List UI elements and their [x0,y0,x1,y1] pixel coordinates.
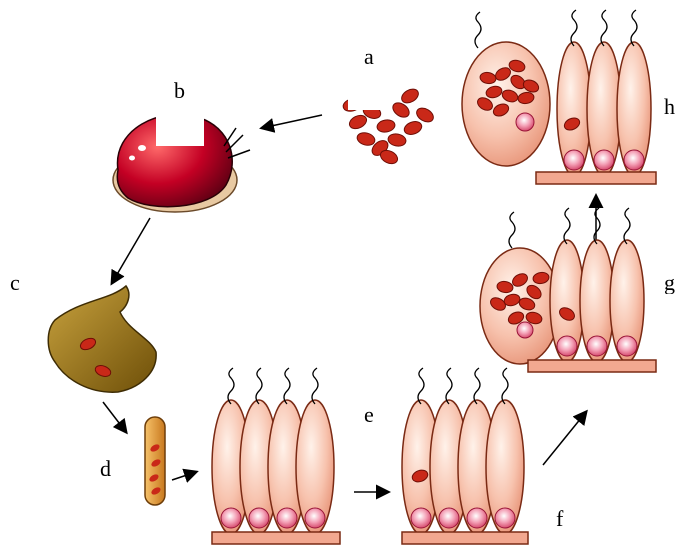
label-b: b [174,80,185,102]
label-d: d [100,458,111,480]
arrow-f-to-g [543,412,586,465]
cell-nucleus [587,336,607,356]
cell-cilium [594,208,600,244]
stage-g-cells [480,208,656,372]
label-h: h [664,96,675,118]
epithelial-cell-stages [212,10,656,544]
cell-nucleus [617,336,637,356]
cell-cilium [624,208,630,244]
cell-nucleus [221,508,241,528]
stage-h-cells [462,10,656,184]
cell-nucleus [517,322,533,338]
cell-cilium [509,212,515,248]
label-mask-a [348,80,392,110]
arrow-b-to-c [112,218,150,283]
cell-nucleus [439,508,459,528]
cell-cilium [571,10,577,46]
basement-membrane [402,532,528,544]
arrow-a-to-b [262,115,322,128]
cell-cilium [228,368,234,404]
arrow-d-to-e [172,472,196,480]
label-mask-b [156,110,204,146]
cell-nucleus [594,150,614,170]
stage-d-sporozoite [145,417,165,505]
stage-e-cells [212,368,340,544]
cell-nucleus [557,336,577,356]
cell-cilium [312,368,318,404]
cell-nucleus [249,508,269,528]
cell-cilium [256,368,262,404]
cell-cilium [475,12,481,48]
cell-cilium [601,10,607,46]
cell-cilium [564,208,570,244]
cell-nucleus [467,508,487,528]
label-f: f [556,508,563,530]
label-a: a [364,46,374,68]
cell-cilium [474,368,480,404]
cell-nucleus [277,508,297,528]
cell-cilium [446,368,452,404]
basement-membrane [212,532,340,544]
cell-nucleus [411,508,431,528]
cell-nucleus [495,508,515,528]
stage-f-cells [402,368,528,544]
stage-c-oocyst [48,286,156,392]
cell-cilium [418,368,424,404]
arrow-c-to-d [103,402,126,432]
basement-membrane [528,360,656,372]
label-g: g [664,272,675,294]
basement-membrane [536,172,656,184]
label-c: c [10,272,20,294]
cell-nucleus [564,150,584,170]
label-e: e [364,404,374,426]
cell-nucleus [305,508,325,528]
cell-nucleus [516,113,534,131]
cell-cilium [284,368,290,404]
cell-cilium [631,10,637,46]
cell-cilium [502,368,508,404]
cell-nucleus [624,150,644,170]
